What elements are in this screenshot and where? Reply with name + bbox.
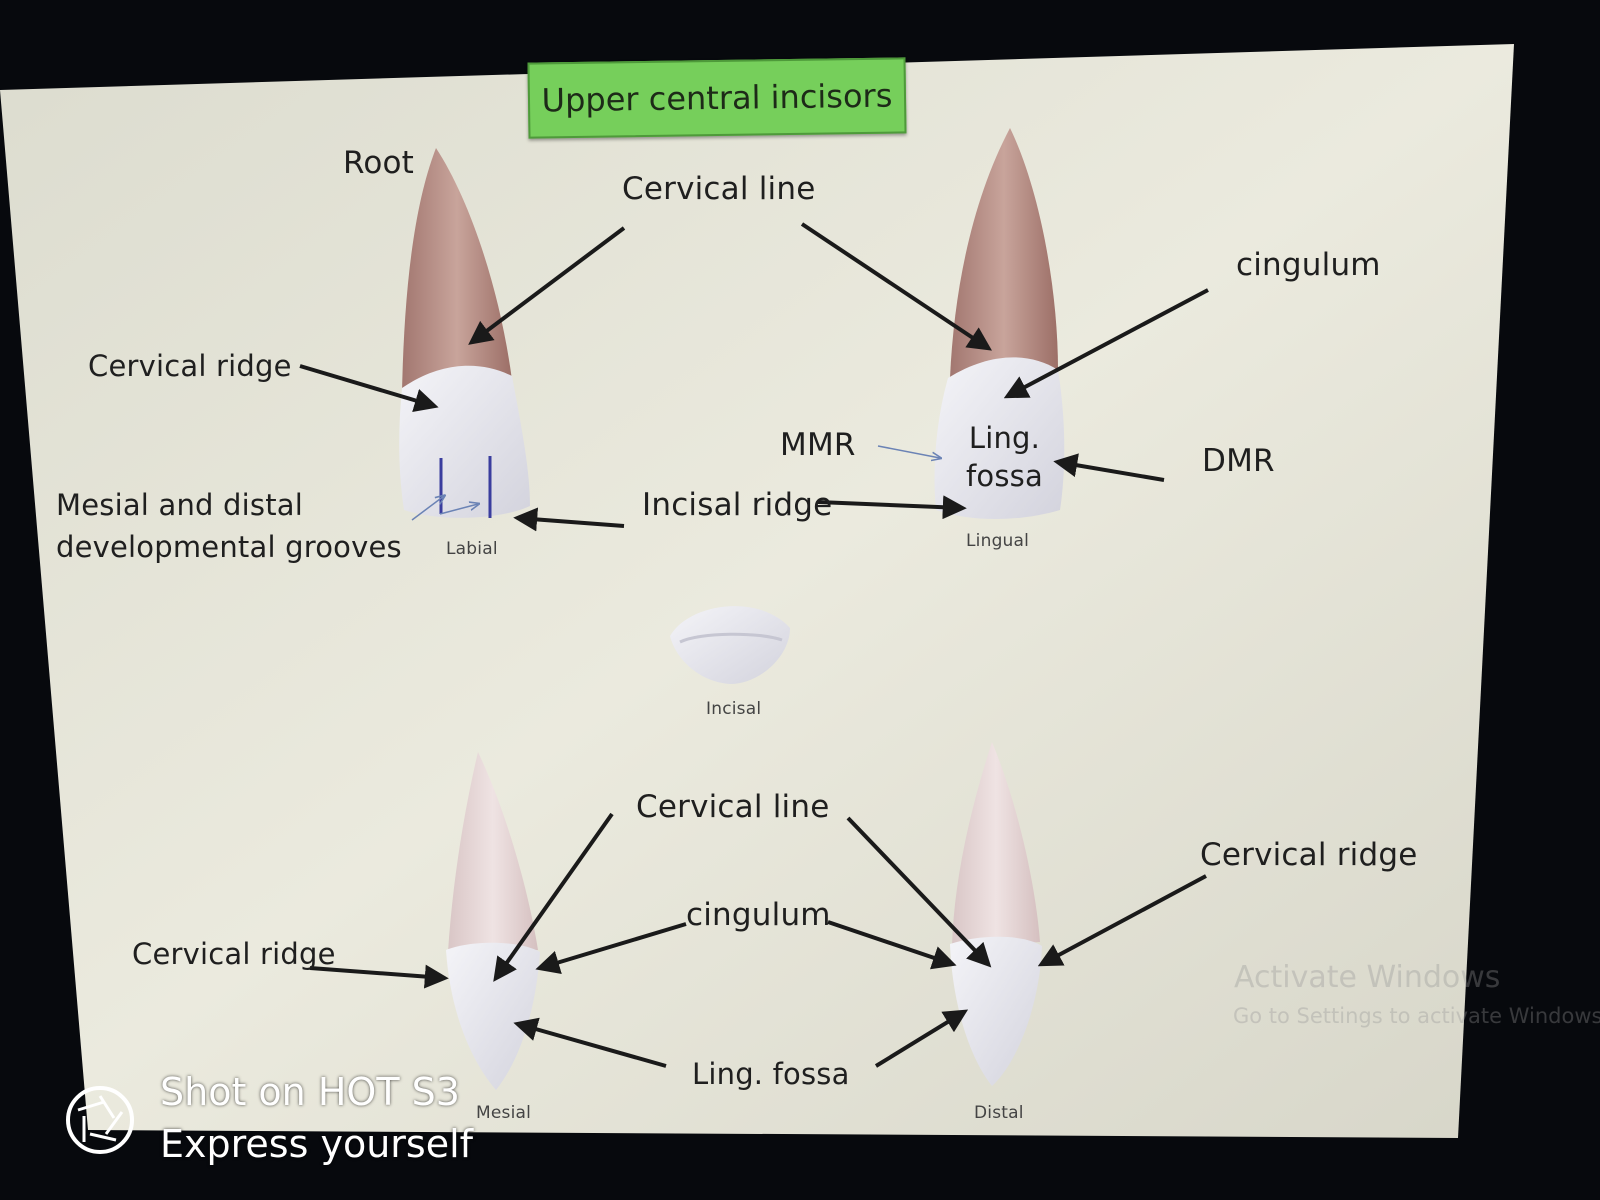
caption-distal: Distal	[974, 1103, 1024, 1123]
shot-on-text: Shot on HOT S3	[160, 1070, 460, 1114]
label-cervical-line-top: Cervical line	[622, 171, 816, 207]
shot-tagline: Express yourself	[160, 1122, 474, 1166]
label-root: Root	[343, 145, 415, 181]
annotation-arrows	[299, 222, 1209, 1068]
label-dmr: DMR	[1202, 443, 1275, 479]
caption-incisal: Incisal	[706, 699, 762, 719]
label-cervical-ridge-right: Cervical ridge	[1200, 837, 1418, 873]
label-mmr: MMR	[780, 427, 856, 463]
label-ling-fossa-top: Ling. fossa	[966, 421, 1043, 493]
label-cingulum-bottom: cingulum	[686, 897, 831, 933]
distal-tooth	[950, 742, 1042, 1086]
projected-slide	[0, 44, 1514, 1138]
activate-windows-subtext: Go to Settings to activate Windows	[1233, 1004, 1600, 1028]
mesial-groove-arrow	[411, 496, 444, 521]
caption-labial: Labial	[446, 539, 498, 559]
label-mesial-distal-grooves: Mesial and distal developmental grooves	[56, 488, 402, 565]
caption-lingual: Lingual	[966, 531, 1030, 551]
incisal-tooth	[670, 606, 790, 684]
distal-groove-arrow	[439, 504, 478, 515]
activate-windows-watermark: Activate Windows	[1234, 960, 1501, 995]
caption-mesial: Mesial	[476, 1103, 532, 1123]
label-cervical-line-bottom: Cervical line	[636, 789, 830, 825]
label-cingulum-top: cingulum	[1236, 247, 1381, 283]
slide-title: Upper central incisors	[541, 76, 893, 120]
lingual-tooth	[934, 128, 1065, 519]
label-ling-fossa-bottom: Ling. fossa	[692, 1057, 850, 1091]
mmr-arrow	[877, 445, 940, 458]
label-cervical-ridge-bottom-left: Cervical ridge	[132, 937, 336, 971]
slide-title-box: Upper central incisors	[527, 57, 907, 139]
label-incisal-ridge: Incisal ridge	[642, 487, 833, 523]
aperture-icon	[66, 1086, 134, 1154]
label-cervical-ridge-left: Cervical ridge	[88, 349, 292, 383]
